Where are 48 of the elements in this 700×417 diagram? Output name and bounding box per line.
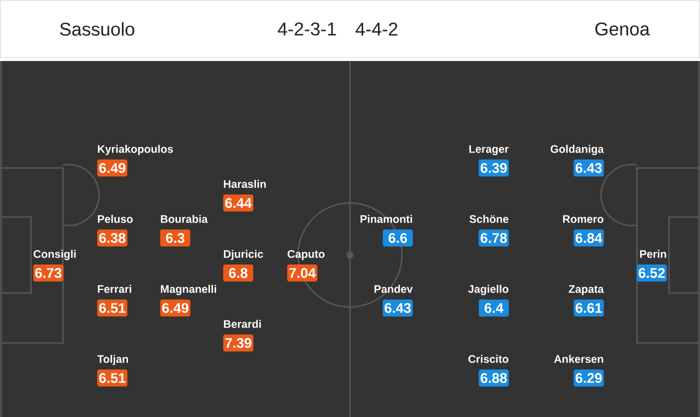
rating-badge: 6.49 (97, 160, 128, 176)
player-name: Lerager (469, 145, 509, 156)
player-name: Pinamonti (360, 214, 412, 223)
rating-badge: 6.52 (636, 264, 667, 282)
rating-badge: 6.61 (574, 300, 604, 316)
rating-badge: 6.8 (223, 264, 254, 282)
player-name: Berardi (224, 320, 261, 328)
team-name: Genoa (595, 22, 650, 36)
rating-badge: 6.51 (97, 370, 128, 386)
player-name: Caputo (288, 250, 325, 260)
formation-label: 4-2-3-1 (278, 22, 336, 36)
rating-badge: 6.78 (478, 230, 509, 246)
player-name: Schöne (470, 214, 508, 223)
player-name: Ferrari (98, 284, 132, 293)
player-name: Consigli (34, 250, 76, 260)
player-name: Toljan (97, 354, 128, 366)
rating-badge: 6.88 (478, 370, 509, 386)
rating-badge: 6.29 (574, 370, 604, 386)
rating-badge: 6.44 (223, 194, 254, 212)
player-name: Zapata (568, 285, 604, 296)
player-name: Criscito (468, 354, 508, 363)
rating-badge: 6.49 (160, 300, 190, 316)
rating-badge: 6.43 (574, 160, 604, 176)
rating-badge: 7.39 (223, 334, 254, 352)
player-name: Perin (640, 250, 666, 258)
player-name: Peluso (98, 214, 133, 223)
team-name: Sassuolo (60, 22, 134, 36)
player-name: Jagiello (468, 284, 508, 296)
player-name: Djuricic (224, 250, 264, 260)
player-name: Magnanelli (160, 284, 216, 296)
rating-badge: 6.43 (382, 300, 413, 316)
rating-badge: 6.3 (160, 230, 190, 246)
player-name: Romero (563, 215, 604, 223)
rating-badge: 7.04 (287, 264, 318, 282)
player-name: Pandev (374, 284, 413, 293)
rating-badge: 6.51 (97, 300, 128, 316)
rating-badge: 6.39 (478, 160, 509, 176)
rating-badge: 6.73 (33, 264, 64, 282)
rating-badge: 6.6 (382, 230, 413, 246)
rating-badge: 6.38 (97, 230, 128, 246)
formation-label: 4-4-2 (356, 22, 398, 36)
player-name: Goldaniga (550, 144, 604, 156)
rating-badge: 6.84 (574, 230, 604, 246)
rating-badge: 6.4 (478, 300, 509, 316)
player-name: Bourabia (160, 214, 208, 223)
player-name: Kyriakopoulos (98, 144, 173, 156)
player-name: Haraslin (224, 180, 266, 188)
player-name: Ankersen (554, 354, 604, 363)
